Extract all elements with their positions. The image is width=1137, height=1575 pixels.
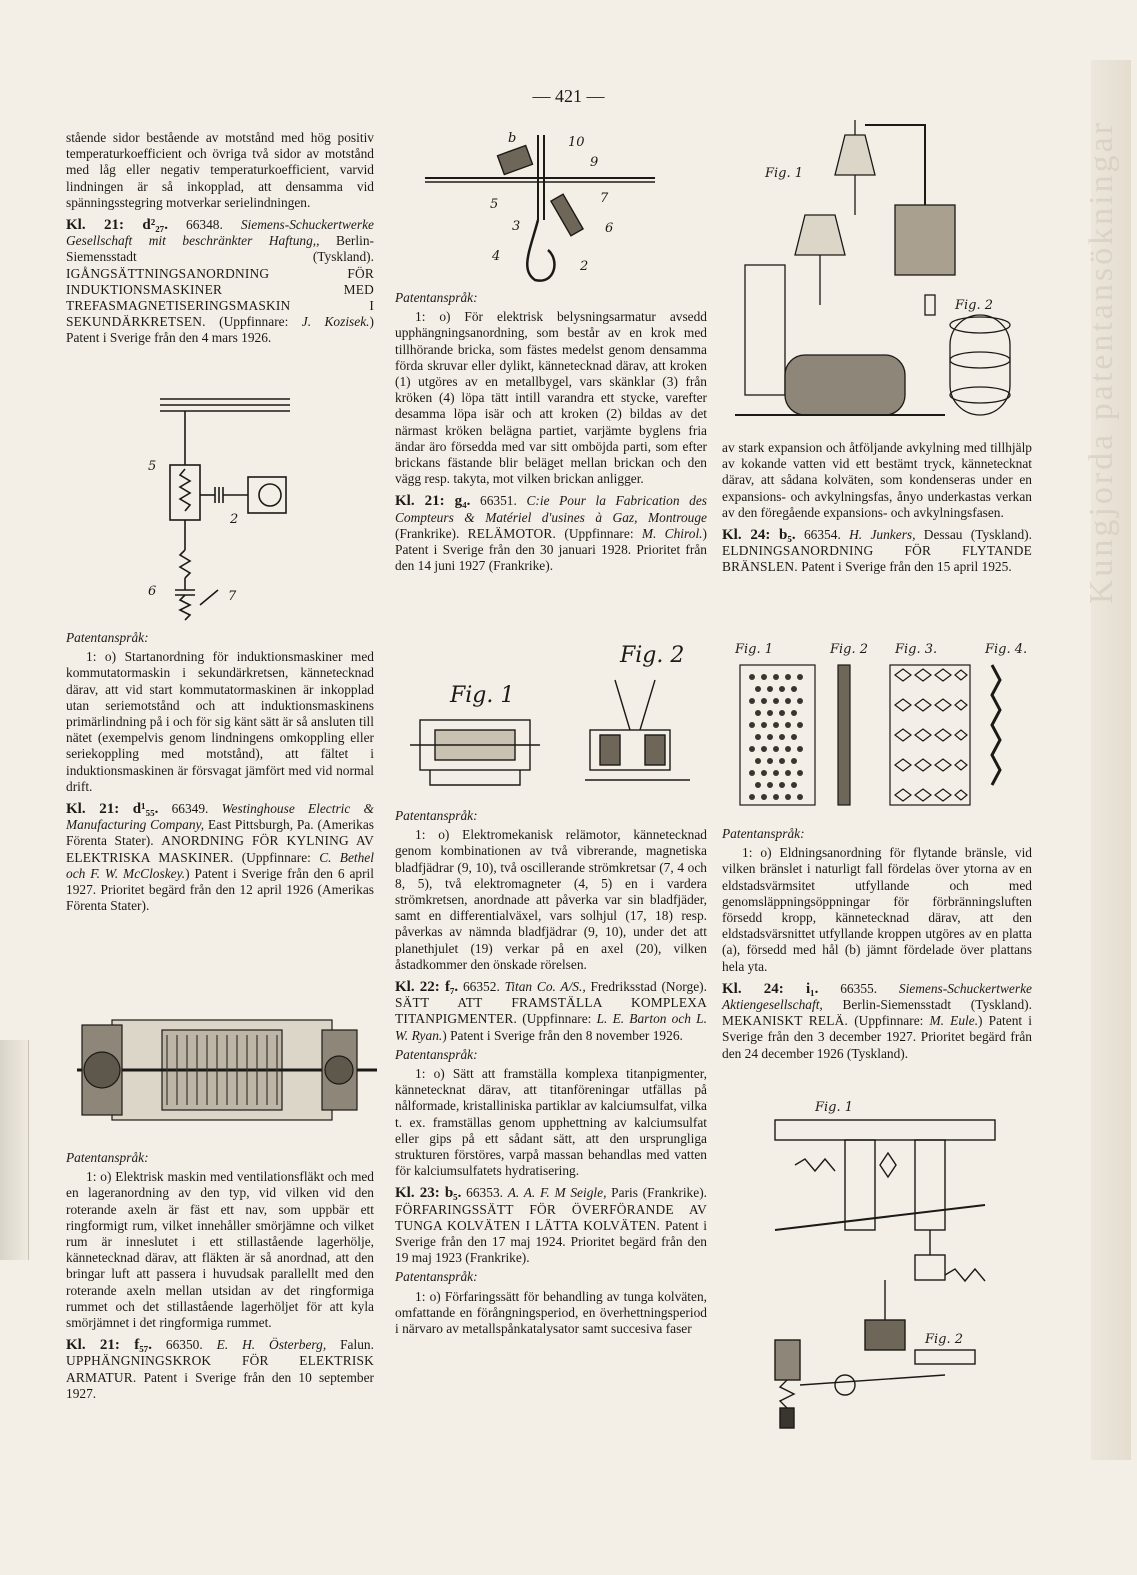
claim-heading: Patentanspråk: xyxy=(395,290,478,305)
middle-column: Patentanspråk: 1: o) För elektrisk belys… xyxy=(395,290,707,577)
svg-text:b: b xyxy=(508,131,516,146)
claim-66350: 1: o) För elektrisk belysningsarmatur av… xyxy=(395,309,707,487)
svg-text:5: 5 xyxy=(490,197,498,212)
svg-text:6: 6 xyxy=(605,221,613,236)
hook-drawing: b 10 9 5 7 3 6 4 2 xyxy=(420,130,660,290)
fig1-label: Fig. 1 xyxy=(449,683,514,708)
svg-text:5: 5 xyxy=(148,459,156,474)
claim-heading: Patentanspråk: xyxy=(66,1150,149,1165)
claim-66351: 1: o) Elektromekanisk relämotor, kännete… xyxy=(395,827,707,972)
entry-66351: Kl. 21: g₄. 66351. C:ie Pour la Fabricat… xyxy=(395,493,707,574)
claim-heading: Patentanspråk: xyxy=(395,1269,478,1285)
svg-text:4: 4 xyxy=(491,249,500,264)
relay-motor-drawings: Fig. 1 Fig. 2 xyxy=(400,640,700,800)
svg-text:Fig. 1: Fig. 1 xyxy=(814,1100,853,1115)
svg-text:9: 9 xyxy=(590,155,598,170)
claim-heading: Patentanspråk: xyxy=(722,826,805,841)
intro-text: stående sidor bestående av motstånd med … xyxy=(66,130,374,210)
svg-text:10: 10 xyxy=(568,135,585,150)
fig1-label: Fig. 1 xyxy=(764,166,803,181)
claim-66354: 1: o) Eldningsanordning för flytande brä… xyxy=(722,845,1032,974)
svg-text:2: 2 xyxy=(229,512,238,527)
left-column-bottom: Patentanspråk: 1: o) Elektrisk maskin me… xyxy=(66,1150,374,1405)
claim-66348: 1: o) Startanordning för induktionsmaski… xyxy=(66,649,374,794)
page-number: — 421 — xyxy=(532,86,605,106)
left-column-lower: Patentanspråk: 1: o) Startanordning för … xyxy=(66,630,374,917)
entry-66349: Kl. 21: d¹₅₅. 66349. Westinghouse Electr… xyxy=(66,801,374,914)
claim-heading: Patentanspråk: xyxy=(66,630,149,645)
continued-claim: av stark expansion och åtföljande avkyln… xyxy=(722,440,1032,520)
svg-text:Fig. 2: Fig. 2 xyxy=(829,642,868,657)
entry-66353: Kl. 23: b₅. 66353. A. A. F. M Seigle, Pa… xyxy=(395,1185,708,1266)
burner-plate-drawings: Fig. 1 Fig. 2 Fig. 3. Fig. 4. xyxy=(730,635,1040,820)
svg-text:7: 7 xyxy=(600,191,609,206)
svg-text:3: 3 xyxy=(512,219,520,234)
svg-text:Fig. 3.: Fig. 3. xyxy=(894,642,937,657)
right-column-lower: Patentanspråk: 1: o) Eldningsanordning f… xyxy=(722,826,1032,1065)
torn-edge xyxy=(0,1040,29,1260)
svg-text:7: 7 xyxy=(228,589,237,604)
svg-text:Fig. 2: Fig. 2 xyxy=(924,1332,963,1347)
svg-text:Fig. 4.: Fig. 4. xyxy=(984,642,1027,657)
claim-66352: 1: o) Sätt att framställa komplexa titan… xyxy=(395,1066,707,1179)
entry-66348: Kl. 21: d²₂₇. 66348. Siemens-Schuckertwe… xyxy=(66,217,374,346)
svg-text:2: 2 xyxy=(579,259,588,274)
watermark-text: Kungjorda patentansökningar xyxy=(1083,120,1120,605)
claim-heading: Patentanspråk: xyxy=(395,808,478,823)
page-edge-strip xyxy=(1091,60,1131,1460)
entry-66350: Kl. 21: f₅₇. 66350. E. H. Österberg, Fal… xyxy=(66,1337,374,1401)
right-column: av stark expansion och åtföljande avkyln… xyxy=(722,440,1032,579)
fig2-label: Fig. 2 xyxy=(954,298,993,313)
claim-66349: 1: o) Elektrisk maskin med ventilationsf… xyxy=(66,1169,374,1331)
entry-66355: Kl. 24: i₁. 66355. Siemens-Schuckertwerk… xyxy=(722,980,1032,1061)
claim-heading: Patentanspråk: xyxy=(395,1046,478,1062)
left-column: stående sidor bestående av motstånd med … xyxy=(66,130,374,350)
svg-text:Fig. 1: Fig. 1 xyxy=(734,642,773,657)
distillation-apparatus: Fig. 1 Fig. 2 xyxy=(725,115,1035,435)
svg-text:6: 6 xyxy=(148,584,156,599)
entry-66354: Kl. 24: b₅. 66354. H. Junkers, Dessau (T… xyxy=(722,527,1032,575)
machine-drawing xyxy=(72,995,382,1145)
entry-66352: Kl. 22: f₇. 66352. Titan Co. A/S., Fredr… xyxy=(395,979,707,1043)
fig2-label: Fig. 2 xyxy=(619,643,684,668)
claim-66353: 1: o) Förfaringssätt för behandling av t… xyxy=(395,1288,707,1337)
relay-mechanism-drawing: Fig. 1 Fig. 2 xyxy=(765,1095,1005,1440)
circuit-diagram: 5 2 6 7 xyxy=(140,395,300,625)
middle-column-lower: Patentanspråk: 1: o) Elektromekanisk rel… xyxy=(395,808,707,1340)
